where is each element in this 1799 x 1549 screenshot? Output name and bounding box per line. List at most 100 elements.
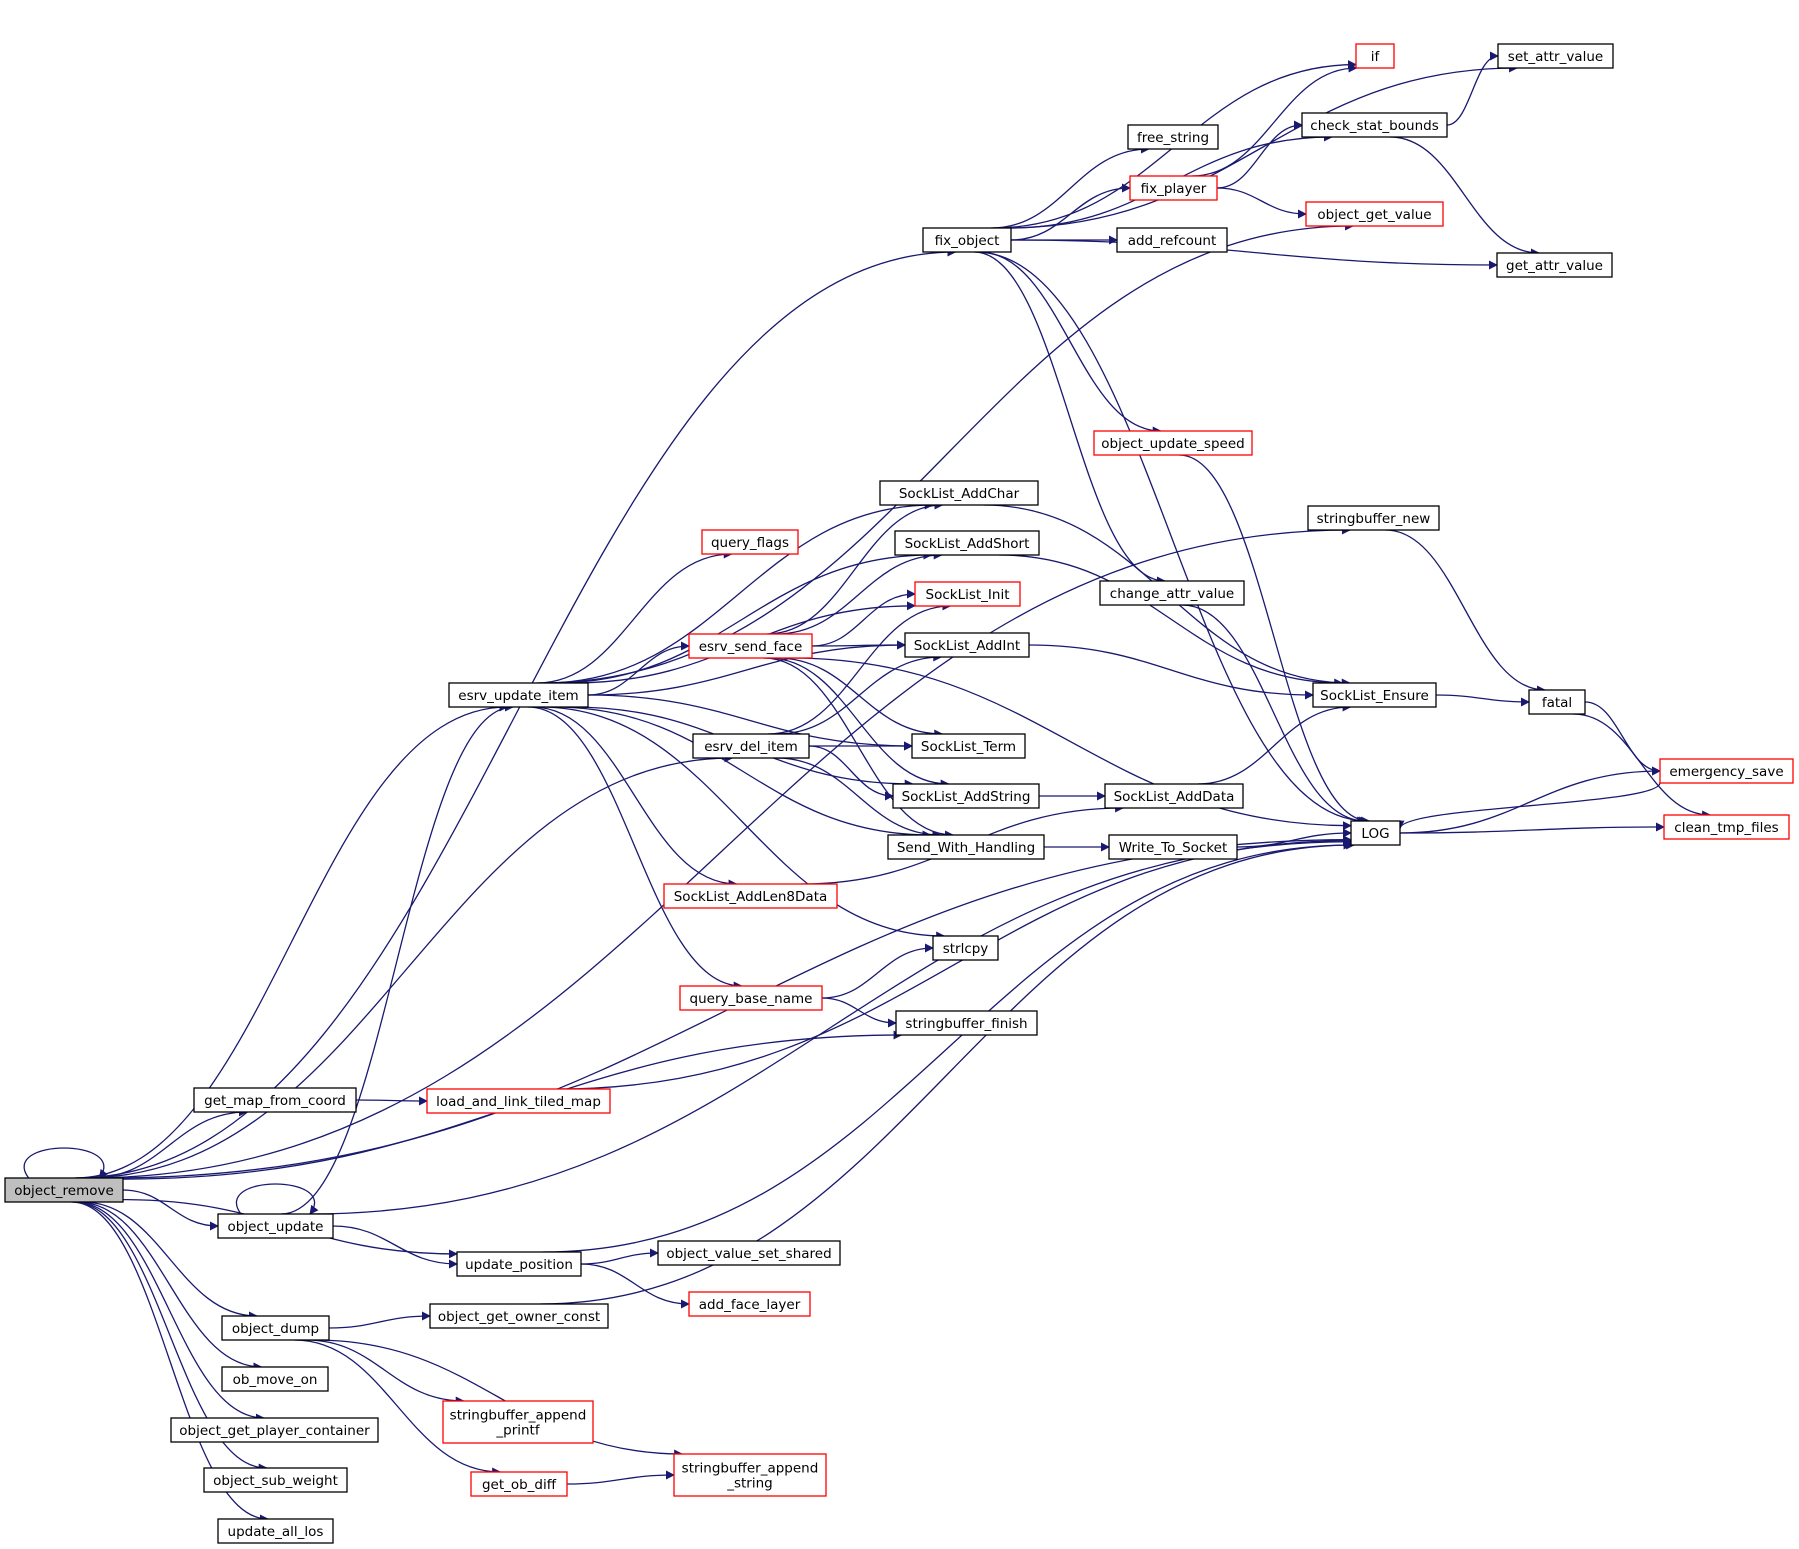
node-get_attr_value[interactable]: get_attr_value — [1496, 252, 1613, 278]
node-label: get_map_from_coord — [204, 1093, 346, 1109]
edge-SockList_AddShort-to-SockList_Ensure — [999, 554, 1344, 688]
node-fatal[interactable]: fatal — [1528, 689, 1586, 715]
node-box — [1104, 783, 1244, 809]
edge-object_remove-to-object_dump — [82, 1201, 259, 1321]
node-object_get_value[interactable]: object_get_value — [1305, 201, 1444, 227]
node-object_update_speed[interactable]: object_update_speed — [1093, 430, 1253, 456]
node-ob_move_on[interactable]: ob_move_on — [221, 1366, 329, 1392]
node-box — [221, 1315, 330, 1341]
node-stringbuffer_finish[interactable]: stringbuffer_finish — [895, 1010, 1038, 1036]
node-check_stat_bounds[interactable]: check_stat_bounds — [1301, 112, 1448, 138]
node-SockList_AddChar[interactable]: SockList_AddChar — [879, 480, 1039, 506]
node-label-line: SockList_AddData — [1114, 789, 1235, 805]
edge-object_dump-to-stringbuffer_append_printf — [306, 1339, 465, 1406]
edge-object_get_owner_const-to-LOG — [540, 840, 1356, 1305]
edge-fix_object-to-object_update_speed — [979, 251, 1162, 436]
node-SockList_AddInt[interactable]: SockList_AddInt — [904, 632, 1030, 658]
node-Write_To_Socket[interactable]: Write_To_Socket — [1108, 834, 1238, 860]
node-fix_player[interactable]: fix_player — [1129, 175, 1218, 201]
node-SockList_AddString[interactable]: SockList_AddString — [892, 783, 1040, 809]
node-SockList_AddLen8Data[interactable]: SockList_AddLen8Data — [663, 883, 838, 909]
node-get_ob_diff[interactable]: get_ob_diff — [470, 1471, 568, 1497]
node-get_map_from_coord[interactable]: get_map_from_coord — [193, 1087, 357, 1113]
edge-object_update-to-update_position — [332, 1225, 458, 1269]
edge-object_dump-to-object_get_owner_const — [328, 1311, 431, 1329]
node-stringbuffer_new[interactable]: stringbuffer_new — [1307, 505, 1440, 531]
edge-esrv_send_face-to-SockList_AddString — [767, 657, 950, 789]
node-box — [1093, 430, 1253, 456]
node-free_string[interactable]: free_string — [1127, 124, 1219, 150]
node-SockList_AddData[interactable]: SockList_AddData — [1104, 783, 1244, 809]
edge-line — [1385, 529, 1546, 695]
edge-fix_object-to-change_attr_value — [973, 251, 1166, 586]
edge-line — [332, 1225, 458, 1269]
edge-line — [776, 757, 942, 840]
node-update_all_los[interactable]: update_all_los — [217, 1518, 334, 1544]
node-object_update[interactable]: object_update — [217, 1213, 334, 1239]
edge-line — [556, 836, 1352, 1090]
node-esrv_update_item[interactable]: esrv_update_item — [448, 682, 589, 708]
node-label: free_string — [1137, 130, 1209, 146]
edge-object_remove-to-object_get_player_container — [74, 1201, 265, 1423]
node-box — [203, 1467, 348, 1493]
node-object_dump[interactable]: object_dump — [221, 1315, 330, 1341]
edge-line — [990, 144, 1150, 229]
node-label: SockList_Ensure — [1320, 688, 1429, 704]
node-set_attr_value[interactable]: set_attr_value — [1497, 43, 1614, 69]
edge-fix_player-to-check_stat_bounds — [1216, 120, 1303, 189]
node-label-line: SockList_Init — [926, 587, 1010, 603]
node-SockList_Ensure[interactable]: SockList_Ensure — [1312, 682, 1437, 708]
node-LOG[interactable]: LOG — [1350, 820, 1401, 846]
edge-line — [768, 601, 952, 735]
node-label: fix_player — [1141, 181, 1207, 197]
node-label-line: add_face_layer — [699, 1297, 801, 1313]
node-emergency_save[interactable]: emergency_save — [1659, 758, 1794, 784]
node-label-line: emergency_save — [1669, 764, 1783, 780]
edge-esrv_send_face-to-SockList_Term — [776, 657, 944, 739]
edge-esrv_update_item-to-SockList_AddChar — [544, 500, 934, 684]
node-clean_tmp_files[interactable]: clean_tmp_files — [1663, 814, 1790, 840]
node-stringbuffer_append_printf[interactable]: stringbuffer_append_printf — [442, 1400, 594, 1444]
edge-line — [1010, 183, 1131, 241]
edge-line — [1005, 63, 1519, 229]
node-SockList_Term[interactable]: SockList_Term — [911, 733, 1026, 759]
node-SockList_Init[interactable]: SockList_Init — [914, 581, 1021, 607]
node-esrv_del_item[interactable]: esrv_del_item — [692, 733, 810, 759]
node-label: stringbuffer_finish — [905, 1016, 1027, 1032]
node-if[interactable]: if — [1355, 43, 1395, 69]
node-label: ob_move_on — [233, 1372, 318, 1388]
node-object_remove[interactable]: object_remove — [4, 1177, 124, 1203]
node-object_get_owner_const[interactable]: object_get_owner_const — [429, 1303, 609, 1329]
node-label: esrv_send_face — [699, 639, 803, 655]
node-esrv_send_face[interactable]: esrv_send_face — [688, 633, 813, 659]
node-query_flags[interactable]: query_flags — [701, 529, 799, 555]
edge-object_remove-to-ob_move_on — [77, 1201, 263, 1372]
node-SockList_AddShort[interactable]: SockList_AddShort — [894, 530, 1040, 556]
edge-line — [1395, 782, 1661, 830]
edge-line — [1216, 187, 1307, 219]
node-Send_With_Handling[interactable]: Send_With_Handling — [887, 834, 1045, 860]
node-strlcpy[interactable]: strlcpy — [932, 935, 999, 961]
node-add_face_layer[interactable]: add_face_layer — [688, 1291, 811, 1317]
node-add_refcount[interactable]: add_refcount — [1116, 227, 1228, 253]
edge-emergency_save-to-LOG — [1395, 782, 1661, 830]
node-label: object_sub_weight — [213, 1473, 338, 1489]
node-update_position[interactable]: update_position — [456, 1251, 582, 1277]
node-fix_object[interactable]: fix_object — [922, 227, 1012, 253]
node-label-line: stringbuffer_finish — [905, 1016, 1027, 1032]
node-label: emergency_save — [1669, 764, 1783, 780]
node-object_sub_weight[interactable]: object_sub_weight — [203, 1467, 348, 1493]
node-box — [1129, 175, 1218, 201]
node-stringbuffer_append_string[interactable]: stringbuffer_append_string — [673, 1453, 827, 1497]
node-label: strlcpy — [943, 941, 989, 957]
node-query_base_name[interactable]: query_base_name — [679, 985, 823, 1011]
edge-SockList_AddData-to-SockList_Ensure — [1197, 702, 1352, 785]
node-load_and_link_tiled_map[interactable]: load_and_link_tiled_map — [426, 1088, 611, 1114]
node-object_value_set_shared[interactable]: object_value_set_shared — [657, 1240, 841, 1266]
node-object_get_player_container[interactable]: object_get_player_container — [170, 1417, 379, 1443]
edge-line — [1197, 702, 1352, 785]
node-change_attr_value[interactable]: change_attr_value — [1099, 580, 1245, 606]
edge-SockList_AddInt-to-SockList_Ensure — [1028, 644, 1314, 700]
node-label-line: load_and_link_tiled_map — [436, 1094, 601, 1110]
edge-line — [235, 1183, 319, 1215]
